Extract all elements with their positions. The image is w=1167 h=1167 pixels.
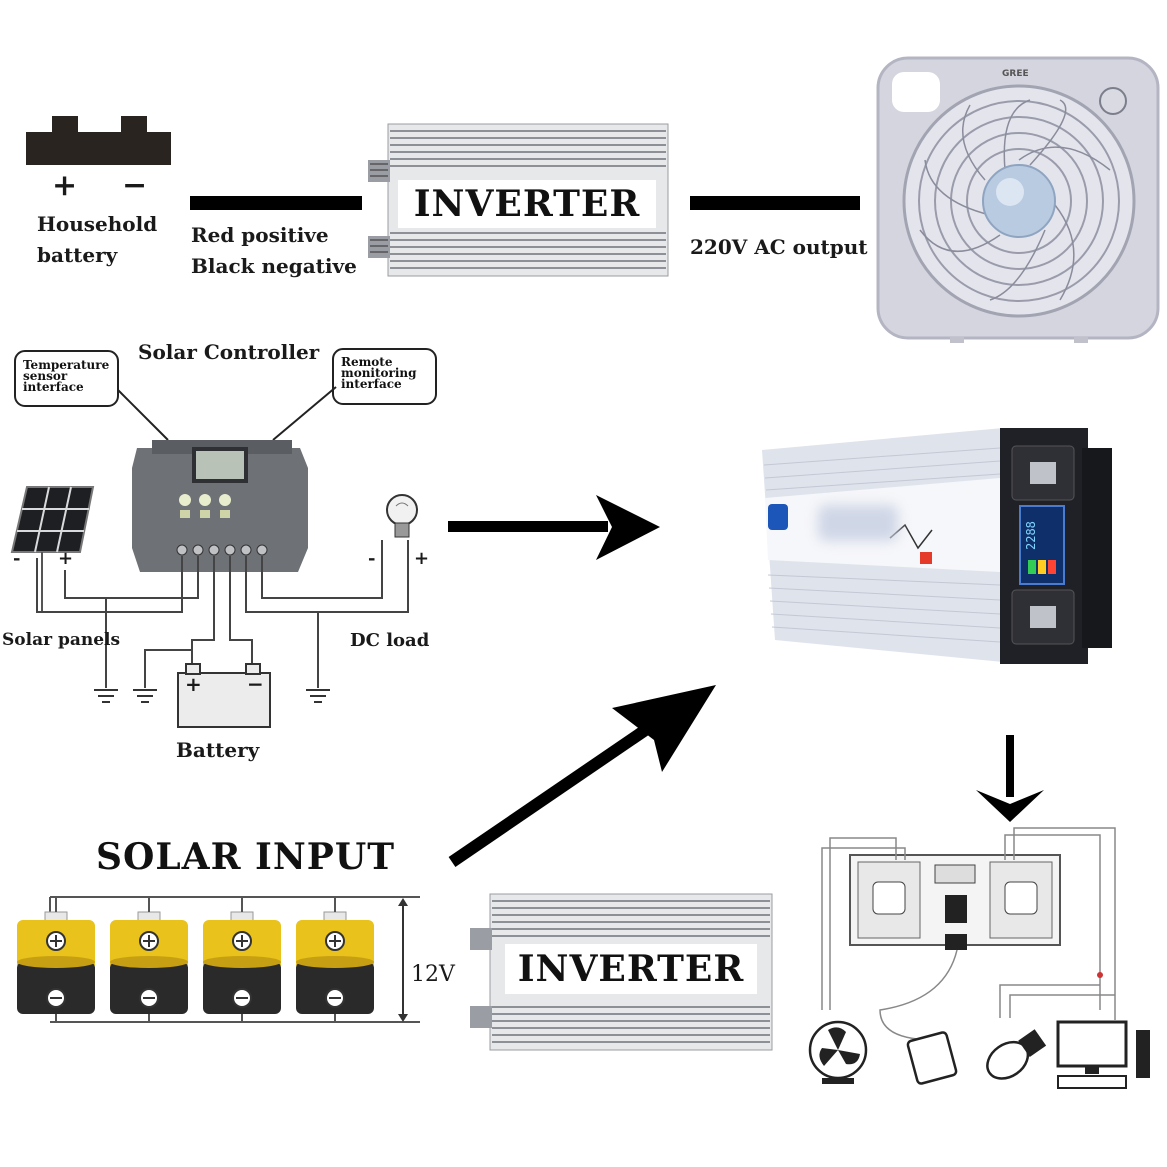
battery-label: Battery: [176, 738, 260, 762]
solar-controller-icon: [132, 440, 308, 572]
dc-load-bulb-icon: [386, 494, 418, 538]
ac-output-label: 220V AC output: [690, 235, 868, 259]
household-battery-label-2: battery: [37, 243, 118, 267]
ground-symbols: [94, 689, 330, 703]
schematic-battery-minus: −: [247, 672, 264, 696]
household-battery-label-1: Household: [37, 212, 158, 236]
bottom-inverter-label: INVERTER: [505, 944, 757, 994]
battery-cell-1: [17, 897, 95, 1022]
callout-remote: Remote monitoring interface: [341, 355, 417, 391]
product-inverter-icon: [762, 428, 1112, 664]
blurred-brand-area: [818, 505, 898, 541]
wire-label-black: Black negative: [191, 254, 357, 278]
controller-wiring: [36, 540, 409, 688]
inverter-display-reading: 2288: [1024, 521, 1038, 550]
callout-left-box: [14, 350, 119, 407]
fan-brand-label: GREE: [1002, 69, 1029, 79]
wiring-diagram-icon: [808, 827, 1150, 1089]
panel-minus-sign: -: [13, 548, 21, 569]
battery-minus-sign: −: [122, 168, 148, 203]
voltage-label: 12V: [411, 962, 455, 987]
load-minus-sign: -: [368, 548, 376, 569]
battery-wire: [190, 196, 362, 210]
dc-load-label: DC load: [350, 630, 430, 651]
battery-cell-4: [296, 897, 374, 1022]
arrow-right-icon: [448, 495, 660, 560]
panel-plus-sign: +: [58, 548, 74, 569]
output-wire: [690, 196, 860, 210]
battery-cell-3: [203, 897, 281, 1022]
top-inverter-label: INVERTER: [398, 180, 656, 228]
solar-panels-label: Solar panels: [2, 630, 121, 650]
arrow-diagonal-icon: [448, 685, 716, 867]
battery-cell-2: [110, 897, 188, 1022]
household-battery-icon: [26, 116, 171, 165]
load-plus-sign: +: [414, 548, 430, 569]
battery-plus-sign: +: [52, 168, 78, 203]
schematic-battery-plus: +: [185, 672, 202, 696]
solar-panel-icon: [10, 486, 95, 612]
box-fan-icon: [876, 56, 1160, 343]
schematic-battery-icon: [177, 663, 271, 728]
callout-right-box: [332, 348, 437, 405]
solar-input-title: SOLAR INPUT: [96, 836, 396, 878]
solar-controller-title: Solar Controller: [138, 340, 320, 364]
wire-label-red: Red positive: [191, 223, 329, 247]
battery-bank-icon: [49, 896, 420, 1023]
arrow-down-icon: [976, 735, 1044, 822]
callout-temperature: Temperature sensor interface: [23, 358, 110, 394]
